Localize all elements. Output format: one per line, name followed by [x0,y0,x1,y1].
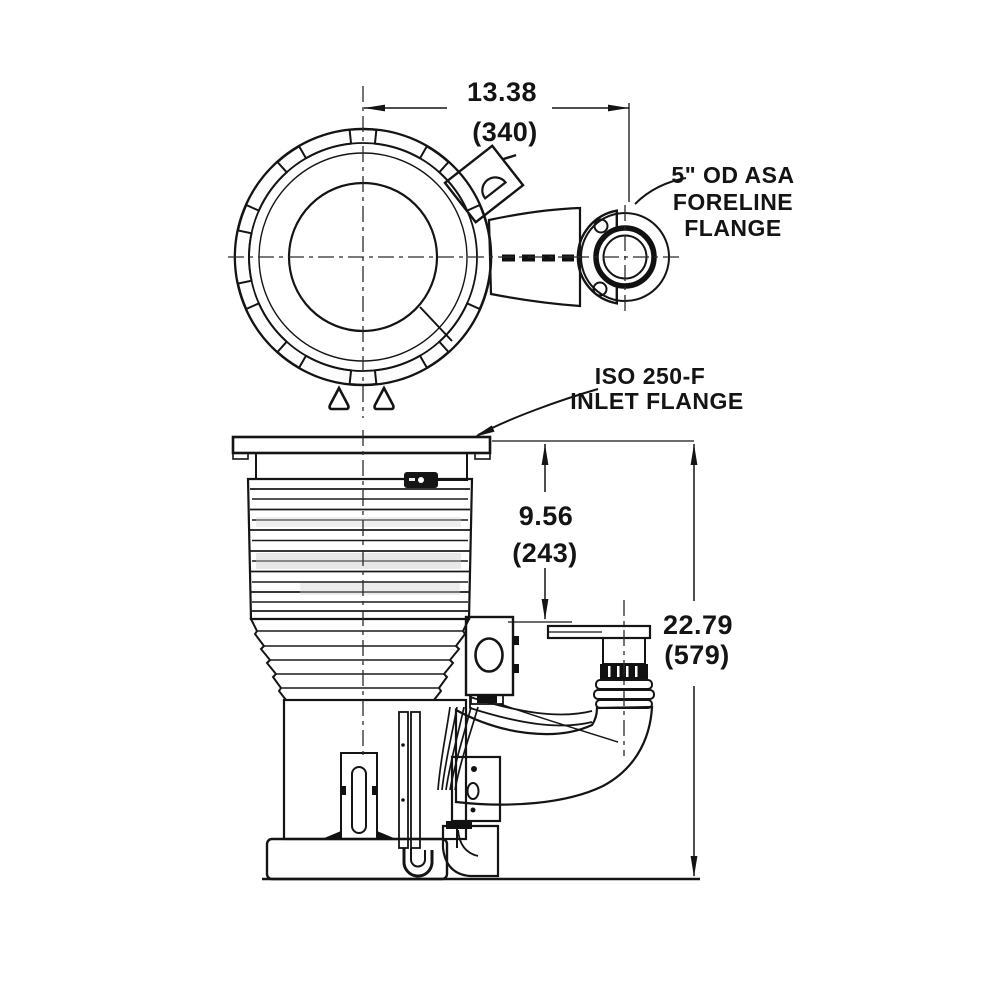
inlet-flange-lip [474,452,491,460]
bellows-shading [256,553,461,569]
dimension-inlet-to-foreline: 9.56 (243) [492,440,694,623]
accessory-tab [443,144,525,224]
bellows-shading [256,517,461,527]
accessory-tab-tick [502,154,517,161]
label-foreline-line1: 5" OD ASA [671,162,794,188]
purge-bracket-body [340,752,378,840]
foreline-elbow-horn [454,705,654,806]
cable-rail [398,711,409,849]
foreline-thin-tube [469,695,593,727]
top-view [228,86,679,418]
purge-tick [372,786,377,795]
label-inlet-line2: INLET FLANGE [570,388,743,414]
elbow-foot-arc [457,829,479,857]
connector-tab [513,664,519,673]
mounting-foot [373,385,395,411]
nameplate-dash [409,478,415,481]
bracket-dot [470,807,476,813]
label-inlet-flange: ISO 250-F INLET FLANGE [472,363,743,441]
bolt-lug [242,159,290,214]
bore-detail-line [419,306,453,342]
cable-wire [499,703,619,743]
mounting-foot [328,385,350,411]
foreline-port-horn [487,206,582,308]
dim-arrow-up [541,444,549,465]
bellows-ribs [250,488,470,612]
dim-arrow-left [364,104,385,112]
dim-arrow-down [541,599,549,620]
bolt-lug [436,159,484,214]
foreline-flange-side-view [546,600,655,756]
dim-text-2279-in: 22.79 [663,610,733,640]
cable-loom [437,706,479,791]
elbow-cap [446,821,472,829]
bracket-hole [466,782,480,800]
dim-text-956-in: 9.56 [519,501,574,531]
inlet-flange-lip [232,452,249,460]
bolt-hole [593,218,609,234]
purge-slot [351,766,367,834]
bellows-shading [300,583,460,595]
bolt-lug [436,300,484,355]
nameplate-dot [418,477,424,483]
label-foreline-flange: 5" OD ASA FORELINE FLANGE [634,162,794,241]
elbow-foot [441,824,500,878]
drain-hook-tube [402,848,434,878]
purge-tick [341,786,346,795]
cable-rail [410,711,421,849]
dim-arrow-right [608,104,629,112]
terminal-bracket [450,755,502,823]
purge-port-bracket [320,752,398,840]
label-foreline-line3: FLANGE [684,215,782,241]
purge-wedge [377,831,396,839]
foreline-flange-fan [576,209,618,305]
bracket-dot [471,766,477,772]
bolt-hole [592,281,608,297]
connector-foot-pad [477,695,497,703]
side-view [231,430,700,881]
accessory-tab-plate [443,144,525,224]
dimension-width: 13.38 (340) [364,77,630,202]
purge-wedge [322,831,341,839]
dim-text-956-mm: (243) [512,538,578,568]
rail-hole [401,798,405,802]
drain-hook-inner [410,848,426,868]
taper-step-lines [256,630,464,689]
dim-text-width-mm: (340) [472,117,538,147]
rail-hole [401,743,405,747]
dim-text-width-in: 13.38 [467,77,537,107]
connector-box-body [464,615,515,697]
inlet-flange [231,435,492,455]
dimension-overall-height: 22.79 (579) [663,444,733,877]
connector-tab [513,636,519,645]
thread-slits [608,666,638,677]
label-inlet-line1: ISO 250-F [595,363,706,389]
bellows-body [246,477,474,621]
bolt-lug [242,300,290,355]
lower-housing [282,698,468,841]
accessory-tab-notch [481,176,508,200]
label-foreline-line2: FORELINE [673,189,793,215]
dim-arrow-down [690,856,698,877]
foreline-flange-top-view [573,205,679,312]
leader-line [634,177,687,205]
dim-arrow-up [690,444,698,465]
connector-box [464,615,519,705]
connector-port [474,637,504,673]
dim-text-2279-mm: (579) [664,640,730,670]
